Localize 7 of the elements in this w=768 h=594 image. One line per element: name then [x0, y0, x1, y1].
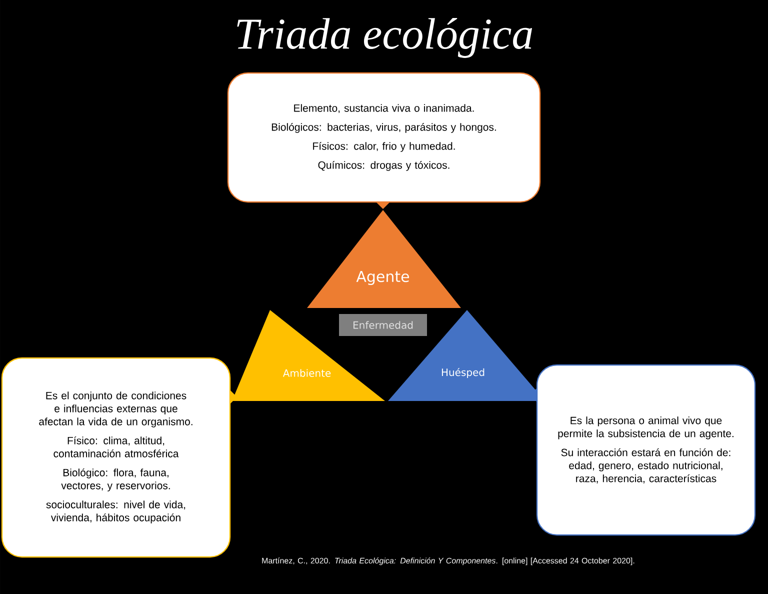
title: Triada ecológica [237, 18, 532, 58]
callout-box: Elemento, sustancia viva o inanimada. Biológicos: bacterias, virus, parásitos y hongos. Físicos: calor, frio y humedad. Químicos: drogas y tóxicos. [227, 72, 541, 209]
triangle: Agente [307, 210, 461, 308]
callout-box: Es el conjunto de condiciones e influencias externas que afectan la vida de un organismo. Físico: clima, altitud, contaminación atmosférica Biológico: flora, fauna, vectores, y reservorios. socioculturales: nivel de vida, vivienda, hábitos ocupación [1, 357, 237, 558]
label-box: Enfermedad [339, 314, 427, 336]
callout-box: Es la persona o animal vivo que permite la subsistencia de un agente. Su interacción estará en función de: edad, genero, estado nutricional, raza, herencia, características [530, 364, 756, 536]
citation: Martínez, C., 2020. Triada Ecológica: Definición Y Componentes. [online] [Accessed 24 October 2020]. [262, 558, 634, 566]
